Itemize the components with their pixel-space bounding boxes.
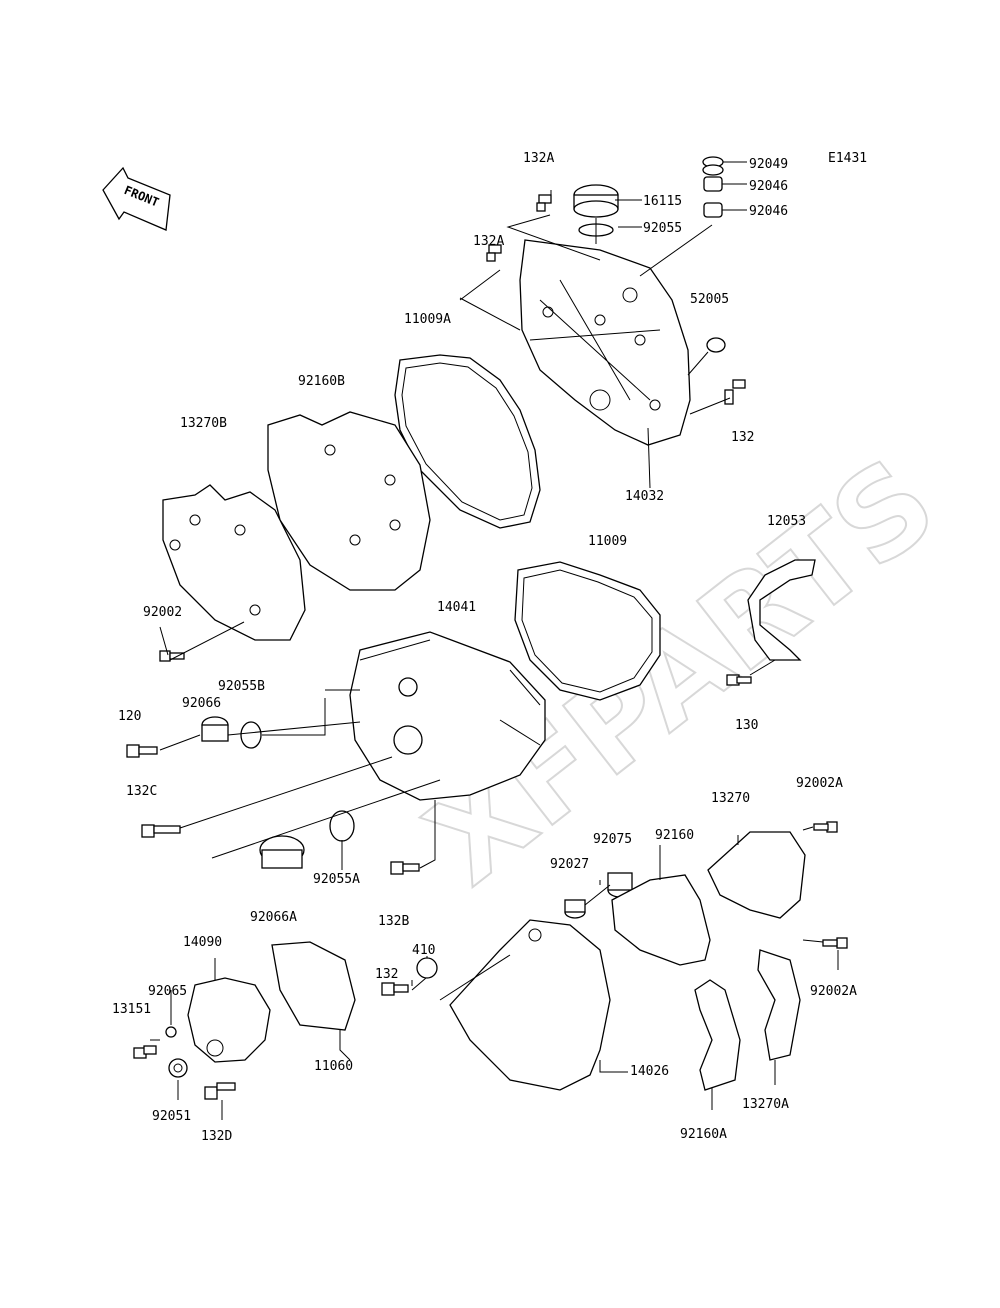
label-92160: 92160 [655, 828, 694, 843]
collar-92046-b [703, 202, 723, 218]
front-arrow-icon: FRONT [102, 166, 171, 231]
water-pump-14090 [187, 977, 271, 1063]
label-410: 410 [412, 943, 435, 958]
bolt-130 [726, 674, 752, 686]
label-92055a: 92055A [313, 872, 360, 887]
label-11060: 11060 [314, 1059, 353, 1074]
collar-92046-a [703, 176, 723, 192]
label-132a-mid: 132A [473, 234, 504, 249]
label-132-lower: 132 [375, 967, 398, 982]
label-13270: 13270 [711, 791, 750, 806]
label-92065: 92065 [148, 984, 187, 999]
plug-92066 [201, 716, 229, 742]
filler-cap-16115 [573, 184, 619, 218]
bolt-92002a-low [822, 937, 848, 949]
leader-lines-middle [159, 621, 776, 870]
o-ring-92055a [329, 810, 355, 842]
plate-92160a [694, 979, 741, 1091]
label-92046-b: 92046 [749, 204, 788, 219]
label-14032: 14032 [625, 489, 664, 504]
generator-cover-14041 [349, 631, 546, 801]
clutch-cover-14032 [519, 239, 691, 446]
bolt-132a-mid [486, 244, 502, 262]
label-92049: 92049 [749, 157, 788, 172]
washer-410 [416, 957, 438, 979]
label-11009a: 11009A [404, 312, 451, 327]
gasket-11060 [271, 941, 356, 1031]
bolt-132d [204, 1082, 236, 1100]
label-92002a-top: 92002A [796, 776, 843, 791]
bracket-12053 [747, 559, 816, 661]
label-12053: 12053 [767, 514, 806, 529]
bolt-132c [141, 824, 181, 838]
oil-seal-52005 [706, 337, 726, 353]
label-92160a: 92160A [680, 1127, 727, 1142]
label-92055b: 92055B [218, 679, 265, 694]
label-13270a: 13270A [742, 1097, 789, 1112]
diagram-code: E1431 [828, 151, 867, 166]
bolt-92002a-top [813, 821, 838, 833]
collar-92049 [702, 156, 724, 176]
label-14041: 14041 [437, 600, 476, 615]
label-92066a: 92066A [250, 910, 297, 925]
label-92027: 92027 [550, 857, 589, 872]
label-132b: 132B [378, 914, 409, 929]
plug-92066a [259, 835, 305, 869]
plate-13270a [757, 949, 801, 1061]
bolt-132b [390, 861, 420, 875]
leader-lines-upper [459, 161, 747, 489]
label-92051: 92051 [152, 1109, 191, 1124]
nut-92051 [168, 1058, 188, 1078]
shield-92160b [267, 411, 431, 591]
label-13151: 13151 [112, 1002, 151, 1017]
leader-lines-lower [150, 826, 839, 1120]
label-92160b: 92160B [298, 374, 345, 389]
bolt-132a-top [536, 194, 552, 212]
label-132d: 132D [201, 1129, 232, 1144]
label-92075: 92075 [593, 832, 632, 847]
o-ring-92065 [165, 1026, 177, 1038]
label-13270b: 13270B [180, 416, 227, 431]
label-130: 130 [735, 718, 758, 733]
label-92002: 92002 [143, 605, 182, 620]
shield-13270 [707, 831, 806, 919]
label-92046-a: 92046 [749, 179, 788, 194]
bolt-13151 [133, 1045, 157, 1059]
sprocket-cover-14026 [449, 919, 611, 1091]
label-120: 120 [118, 709, 141, 724]
label-132c: 132C [126, 784, 157, 799]
label-92066: 92066 [182, 696, 221, 711]
shield-92160 [611, 874, 711, 966]
label-16115: 16115 [643, 194, 682, 209]
label-132: 132 [731, 430, 754, 445]
label-132a-top: 132A [523, 151, 554, 166]
collar-92027 [564, 899, 586, 919]
o-ring-92055b [240, 721, 262, 749]
label-14090: 14090 [183, 935, 222, 950]
label-52005: 52005 [690, 292, 729, 307]
bolt-132-lower [381, 982, 409, 996]
bolt-120 [126, 744, 158, 758]
bolt-132 [724, 379, 746, 405]
label-11009: 11009 [588, 534, 627, 549]
gasket-11009a [394, 354, 541, 529]
label-14026: 14026 [630, 1064, 669, 1079]
label-92055: 92055 [643, 221, 682, 236]
label-92002a-low: 92002A [810, 984, 857, 999]
gasket-11009 [514, 561, 661, 701]
